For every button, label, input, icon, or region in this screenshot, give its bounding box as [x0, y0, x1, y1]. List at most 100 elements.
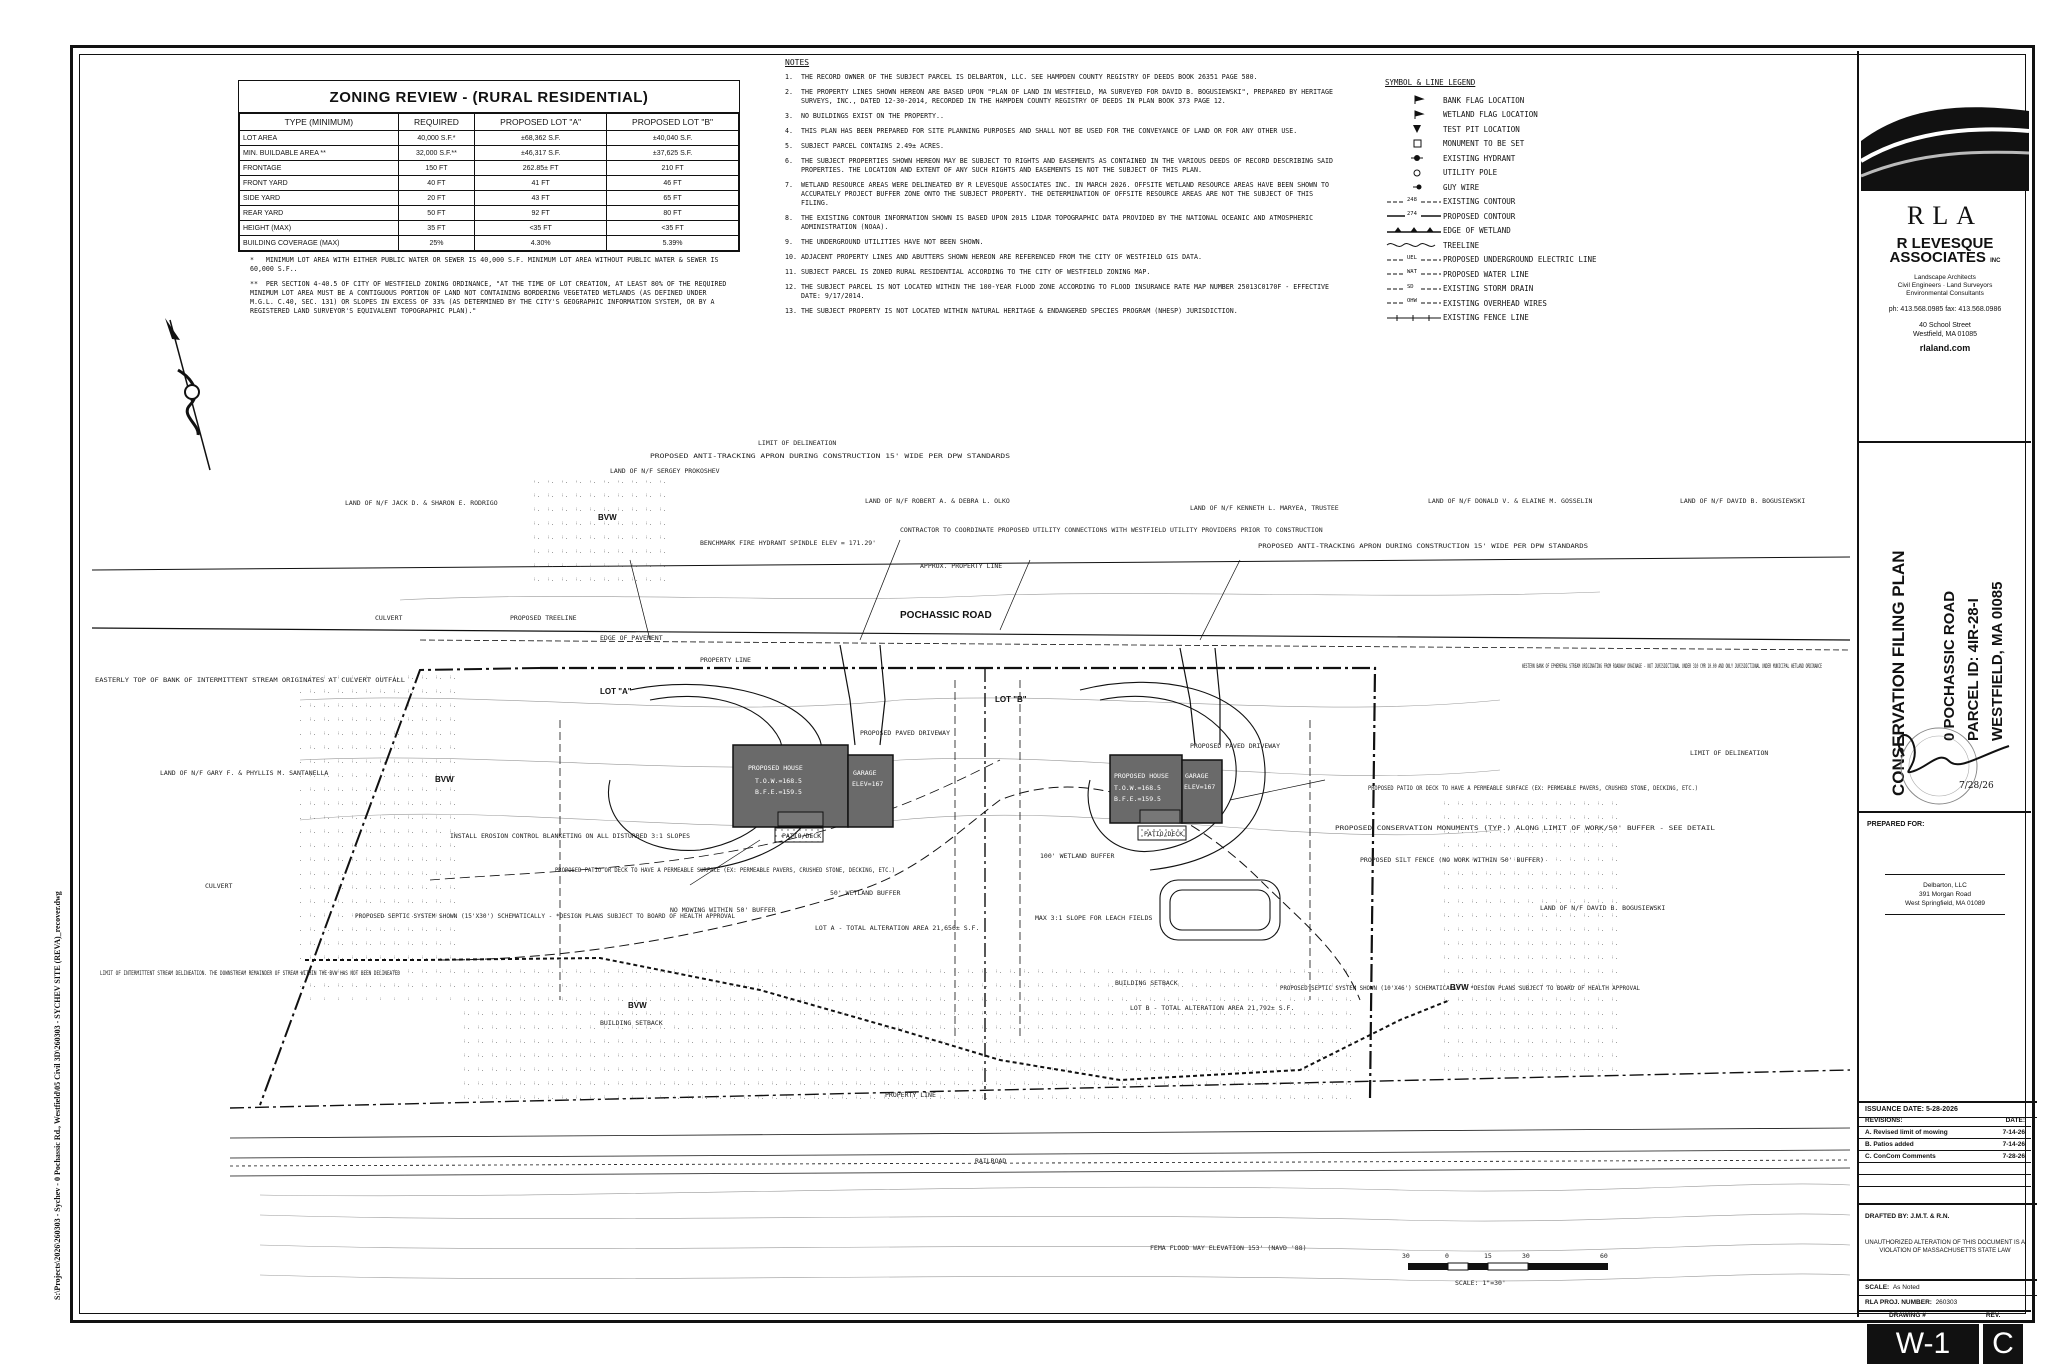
address-line: 40 School Street [1919, 322, 1971, 329]
website-link[interactable]: rlaland.com [1919, 343, 1971, 353]
bar-scale: 30 0 15 30 60 SCALE: 1"=30' [1402, 1252, 1608, 1287]
cell: FRONTAGE [239, 160, 399, 176]
cell: 41 FT [474, 175, 608, 191]
table-row: BUILDING COVERAGE (MAX)25%4.30%5.39% [239, 235, 739, 251]
note-number: 8. [785, 214, 793, 222]
revision-row-empty [1859, 1163, 2031, 1175]
sheet-inner-border [79, 54, 2026, 1314]
lot-b-label: LOT "B" [995, 695, 1027, 704]
revision-date: 7-14-26 [2002, 1141, 2025, 1148]
note-item: 13.THE SUBJECT PROPERTY IS NOT LOCATED W… [785, 307, 1340, 316]
legend-symbol-square-icon [1385, 139, 1443, 149]
cell: 43 FT [474, 190, 608, 206]
stamp-area: 7/28/26 [1859, 727, 2031, 812]
leader-lines [629, 539, 1326, 886]
note-number: 7. [785, 181, 793, 189]
legend-row: TREELINE [1385, 238, 1685, 253]
abutter-rodrigo: LAND OF N/F JACK D. & SHARON E. RODRIGO [345, 499, 498, 507]
notes-title: NOTES [785, 58, 810, 67]
note-item: 2.THE PROPERTY LINES SHOWN HEREON ARE BA… [785, 88, 1340, 106]
note-item: 10.ADJACENT PROPERTY LINES AND ABUTTERS … [785, 253, 1340, 262]
rev-label: REV. [1985, 1312, 2001, 1319]
legend-code: WAT [1407, 269, 1417, 276]
cell: LOT AREA [239, 130, 399, 146]
note-number: 3. [785, 112, 793, 120]
driveway-a-label: PROPOSED PAVED DRIVEWAY [860, 729, 950, 737]
legend-symbol-line-icon: WAT [1385, 269, 1443, 279]
easterly-bank-note: EASTERLY TOP OF BANK OF INTERMITTENT STR… [95, 676, 405, 684]
cell: ±68,362 S.F. [474, 130, 608, 146]
revision-id: B. [1865, 1141, 1872, 1148]
note-text: THIS PLAN HAS BEEN PREPARED FOR SITE PLA… [801, 127, 1298, 135]
legend-label: GUY WIRE [1443, 182, 1480, 192]
fema-note: FEMA FLOOD WAY ELEVATION 153' (NAVD '88) [1150, 1244, 1307, 1252]
scale-tick-2: 0 [1445, 1252, 1449, 1260]
cell: 5.39% [606, 235, 739, 251]
zoning-review-table: ZONING REVIEW - (RURAL RESIDENTIAL) TYPE… [238, 80, 740, 252]
zoning-header: REQUIRED [397, 113, 476, 131]
abutter-prokoshev: LAND OF N/F SERGEY PROKOSHEV [610, 467, 720, 475]
legend-symbol-contour-icon: 248 [1385, 196, 1443, 207]
cell: SIDE YARD [239, 190, 399, 206]
legend-row: GUY WIRE [1385, 180, 1685, 195]
note-text: ADJACENT PROPERTY LINES AND ABUTTERS SHO… [801, 253, 1202, 261]
abutter-gosselin: LAND OF N/F DONALD V. & ELAINE M. GOSSEL… [1428, 497, 1592, 505]
legend-symbol-wetland-icon [1385, 226, 1443, 236]
limit-delineation-label-2: LIMIT OF DELINEATION [1690, 749, 1768, 757]
railroad-label: RAILROAD [975, 1157, 1006, 1165]
legend-symbol-fence-icon [1385, 313, 1443, 323]
phone-fax: ph: 413.568.0985 fax: 413.568.0986 [1888, 306, 2002, 313]
no-mowing-note: NO MOWING WITHIN 50' BUFFER [670, 906, 776, 914]
legend-symbol-circle-icon [1385, 168, 1443, 178]
scale-row-value: As Noted [1892, 1284, 1920, 1291]
anti-tracking-a: PROPOSED ANTI-TRACKING APRON DURING CONS… [650, 452, 1010, 460]
revisions-block: REVISIONS:DATE: A. Revised limit of mowi… [1859, 1115, 2031, 1205]
note-item: 1.THE RECORD OWNER OF THE SUBJECT PARCEL… [785, 73, 1340, 82]
scale-row-label: SCALE: [1865, 1284, 1890, 1291]
legend-symbol-flag-icon [1385, 110, 1443, 120]
patio-note-b: PROPOSED PATIO OR DECK TO HAVE A PERMEAB… [1368, 784, 1698, 792]
house-a-label: PROPOSED HOUSE [748, 764, 803, 772]
scale-tick-5: 60 [1600, 1252, 1608, 1260]
note-item: 11.SUBJECT PARCEL IS ZONED RURAL RESIDEN… [785, 268, 1340, 277]
client-name: Delbarton, LLC [1923, 882, 1967, 889]
legend-row: MONUMENT TO BE SET [1385, 137, 1685, 152]
patio-b-label: PATIO/DECK [1144, 830, 1183, 838]
revision-letter: C [1983, 1324, 2023, 1364]
legend-label: EXISTING OVERHEAD WIRES [1443, 298, 1547, 308]
note-number: 2. [785, 88, 793, 96]
legend-label: PROPOSED CONTOUR [1443, 211, 1516, 221]
legend-row: EXISTING FENCE LINE [1385, 311, 1685, 326]
company-line-1: R LEVESQUE [1896, 235, 1994, 252]
legend-label: WETLAND FLAG LOCATION [1443, 110, 1538, 120]
note-number: 1. [785, 73, 793, 81]
cell: ±37,625 S.F. [606, 145, 739, 161]
erosion-note: INSTALL EROSION CONTROL BLANKETING ON AL… [450, 832, 690, 840]
note-number: 11. [785, 268, 797, 276]
note-item: 4.THIS PLAN HAS BEEN PREPARED FOR SITE P… [785, 127, 1340, 136]
limit-delineation-label: LIMIT OF DELINEATION [758, 439, 836, 447]
house-b-label: PROPOSED HOUSE [1114, 772, 1169, 780]
service-line: Landscape Architects [1914, 274, 1976, 281]
garage-a-label: GARAGE [853, 769, 877, 777]
abutter-maryea: LAND OF N/F KENNETH L. MARYEA, TRUSTEE [1190, 504, 1339, 512]
company-line-2: ASSOCIATES [1889, 249, 1986, 266]
legend-label: TREELINE [1443, 240, 1480, 250]
house-a-tow: T.O.W.=168.5 [755, 777, 802, 785]
legend-label: EXISTING STORM DRAIN [1443, 284, 1534, 294]
revision-date: 7-14-26 [2002, 1129, 2025, 1136]
scale-label: SCALE: 1"=30' [1455, 1279, 1506, 1287]
table-row: MIN. BUILDABLE AREA **32,000 S.F.**±46,3… [239, 145, 739, 161]
note-number: 9. [785, 238, 793, 246]
issuance-date-row: ISSUANCE DATE: 5-28-2026 [1859, 1101, 2037, 1118]
cell: 50 FT [397, 205, 476, 221]
building-setback-label-2: BUILDING SETBACK [600, 1019, 663, 1027]
revision-id: C. [1865, 1153, 1872, 1160]
